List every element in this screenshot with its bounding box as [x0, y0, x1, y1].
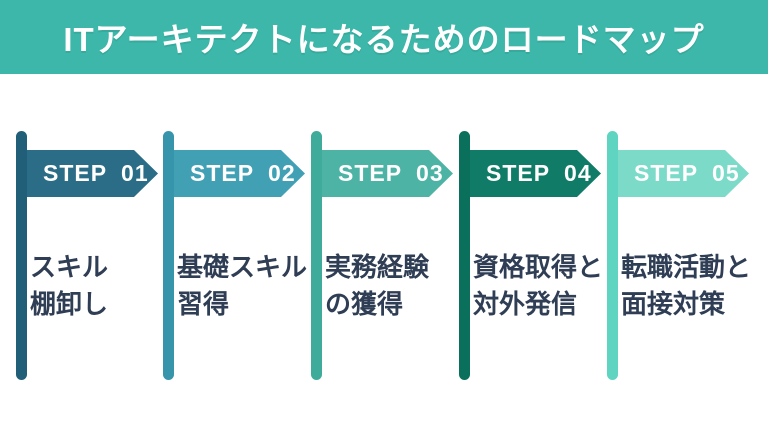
step-label: STEP 02: [190, 160, 296, 186]
step-column-3: STEP 03 実務経験 の獲得: [311, 131, 458, 391]
step-ribbon-arrow: STEP 05: [607, 150, 749, 197]
step-bar: [311, 131, 322, 380]
step-label: STEP 03: [338, 160, 444, 186]
step-description: スキル 棚卸し: [30, 252, 109, 319]
step-column-5: STEP 05 転職活動と 面接対策: [607, 131, 754, 391]
step-description: 転職活動と 面接対策: [621, 252, 752, 319]
step-bar: [607, 131, 618, 380]
step-description: 資格取得と 対外発信: [473, 252, 604, 319]
step-ribbon-arrow: STEP 04: [459, 150, 601, 197]
step-label: STEP 04: [486, 160, 592, 186]
page-title: ITアーキテクトになるためのロードマップ: [63, 21, 705, 58]
title-banner: ITアーキテクトになるためのロードマップ: [0, 0, 768, 74]
steps-row: STEP 01 スキル 棚卸し STEP 02 基礎スキル 習得 STEP 03…: [0, 131, 768, 391]
step-description: 実務経験 の獲得: [325, 252, 430, 319]
step-bar: [459, 131, 470, 380]
step-column-1: STEP 01 スキル 棚卸し: [16, 131, 163, 391]
step-bar: [16, 131, 27, 380]
step-ribbon-arrow: STEP 01: [16, 150, 158, 197]
step-ribbon-arrow: STEP 03: [311, 150, 453, 197]
step-column-2: STEP 02 基礎スキル 習得: [163, 131, 310, 391]
step-ribbon-arrow: STEP 02: [163, 150, 305, 197]
step-label: STEP 05: [634, 160, 740, 186]
step-label: STEP 01: [43, 160, 149, 186]
step-column-4: STEP 04 資格取得と 対外発信: [459, 131, 606, 391]
step-description: 基礎スキル 習得: [177, 252, 308, 319]
step-bar: [163, 131, 174, 380]
